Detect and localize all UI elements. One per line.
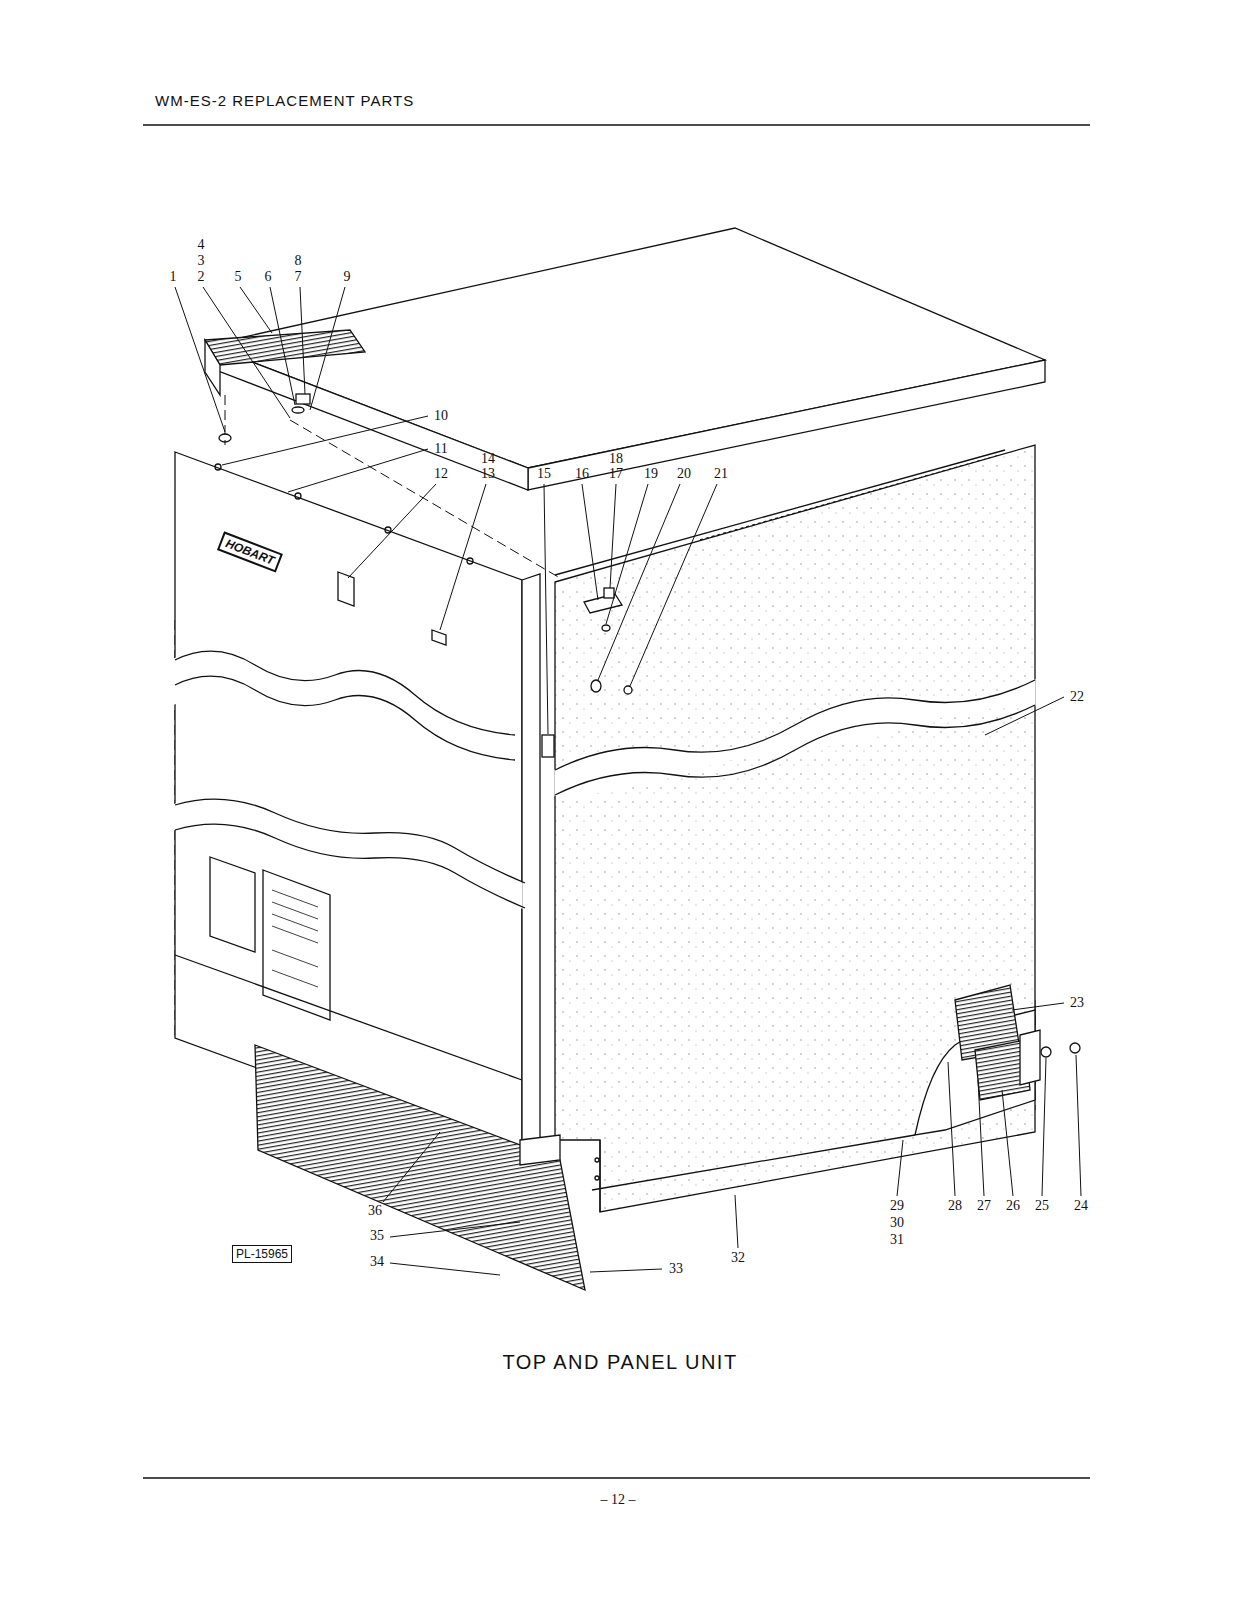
figure-caption: TOP AND PANEL UNIT xyxy=(502,1351,737,1374)
callout-number: 32 xyxy=(731,1251,745,1265)
callout-number: 1 xyxy=(170,270,177,284)
callout-number: 7 xyxy=(295,270,302,284)
page-number: – 12 – xyxy=(601,1492,636,1508)
callout-number: 8 xyxy=(295,254,302,268)
callout-number: 10 xyxy=(434,409,448,423)
callout-number: 34 xyxy=(370,1255,384,1269)
callout-number: 24 xyxy=(1074,1199,1088,1213)
callout-number: 31 xyxy=(890,1233,904,1247)
callout-number: 19 xyxy=(644,467,658,481)
callout-number: 30 xyxy=(890,1216,904,1230)
plate-number: PL-15965 xyxy=(232,1245,292,1263)
callout-number: 22 xyxy=(1070,690,1084,704)
callout-number: 23 xyxy=(1070,996,1084,1010)
callout-number: 9 xyxy=(344,270,351,284)
callout-number: 35 xyxy=(370,1229,384,1243)
callout-number: 4 xyxy=(198,238,205,252)
callout-number: 20 xyxy=(677,467,691,481)
callout-number: 33 xyxy=(669,1262,683,1276)
callout-number: 13 xyxy=(481,467,495,481)
callout-number: 17 xyxy=(609,467,623,481)
callout-number: 26 xyxy=(1006,1199,1020,1213)
callout-number: 36 xyxy=(368,1204,382,1218)
callout-number: 15 xyxy=(537,467,551,481)
callout-number: 18 xyxy=(609,452,623,466)
callout-number: 12 xyxy=(434,467,448,481)
callout-number: 14 xyxy=(481,452,495,466)
callout-number: 6 xyxy=(265,270,272,284)
page-header: WM-ES-2 REPLACEMENT PARTS xyxy=(155,92,414,109)
callout-number: 2 xyxy=(198,270,205,284)
callout-number: 29 xyxy=(890,1199,904,1213)
callout-number: 28 xyxy=(948,1199,962,1213)
callout-number: 16 xyxy=(575,467,589,481)
callout-number: 3 xyxy=(198,254,205,268)
callout-number: 27 xyxy=(977,1199,991,1213)
callout-number: 5 xyxy=(235,270,242,284)
callout-number: 11 xyxy=(434,442,447,456)
callout-number: 21 xyxy=(714,467,728,481)
callout-number: 25 xyxy=(1035,1199,1049,1213)
